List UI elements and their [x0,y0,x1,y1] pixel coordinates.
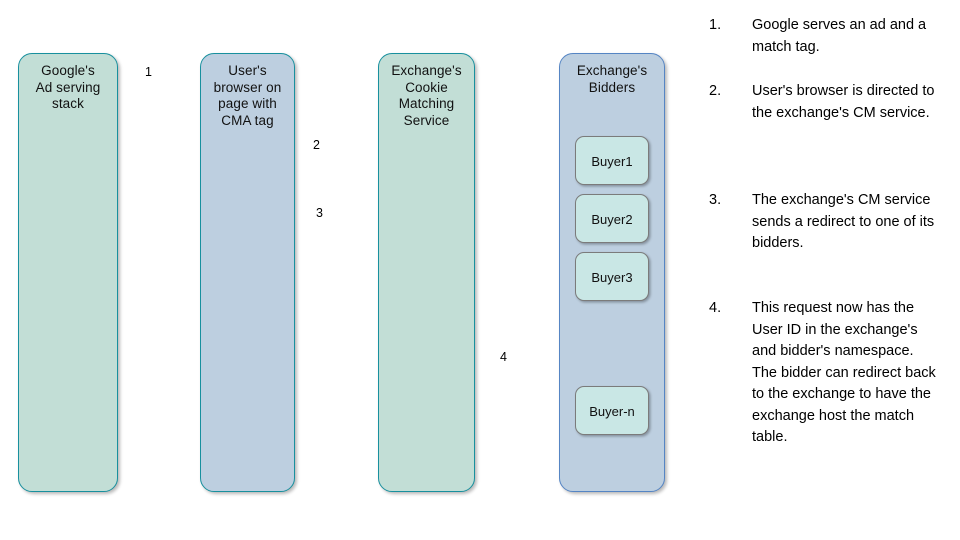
step-2-text: User's browser is directed to the exchan… [752,83,935,121]
buyer-2[interactable]: Buyer2 [575,194,649,243]
node-exchange-bidders-label: Exchange's Bidders [576,63,648,95]
arrow-layer [118,84,560,378]
buyer-n[interactable]: Buyer-n [575,386,649,435]
buyer-2-label: Buyer2 [591,212,633,227]
arrow-4-label: 4 [500,350,507,364]
step-2-number: 2. [709,83,722,99]
step-4-number: 4. [709,300,722,316]
node-google-ad-serving-stack-label: Google's Ad serving stack [35,63,101,111]
step-4-text: This request now has the User ID in the … [752,300,936,445]
step-item-1: 1. Google serves an ad and a match tag. [700,15,952,58]
arrow-1-label: 1 [145,65,152,79]
buyer-1[interactable]: Buyer1 [575,136,649,185]
node-google-ad-serving-stack[interactable]: Google's Ad serving stack [18,53,118,492]
step-3-text: The exchange's CM service sends a redire… [752,192,935,251]
step-item-2: 2. User's browser is directed to the exc… [700,81,952,124]
node-exchange-cookie-matching-service[interactable]: Exchange's Cookie Matching Service [378,53,475,492]
buyer-1-label: Buyer1 [591,154,633,169]
steps-list: 1. Google serves an ad and a match tag. … [700,0,960,540]
arrow-2-label: 2 [313,138,320,152]
node-user-browser[interactable]: User's browser on page with CMA tag [200,53,295,492]
step-3-number: 3. [709,192,722,208]
arrow-3-label: 3 [316,206,323,220]
flow-diagram: 1 2 3 4 Google's Ad serving stack User's… [18,53,665,492]
node-user-browser-label: User's browser on page with CMA tag [213,63,282,128]
buyer-n-label: Buyer-n [589,404,635,419]
step-item-4: 4. This request now has the User ID in t… [700,298,952,449]
step-1-text: Google serves an ad and a match tag. [752,17,927,55]
step-1-number: 1. [709,17,722,33]
buyer-3-label: Buyer3 [591,270,633,285]
node-exchange-bidders[interactable]: Exchange's Bidders Buyer1 Buyer2 Buyer3 … [559,53,665,492]
node-exchange-cookie-matching-service-label: Exchange's Cookie Matching Service [391,63,462,128]
step-item-3: 3. The exchange's CM service sends a red… [700,190,952,255]
buyer-3[interactable]: Buyer3 [575,252,649,301]
